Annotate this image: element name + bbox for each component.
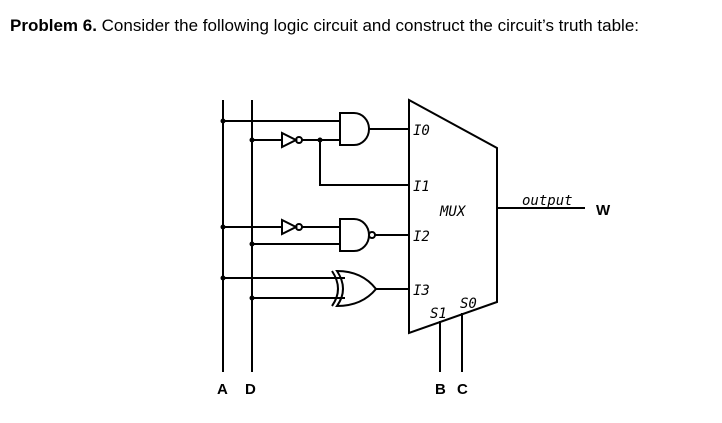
mux-input-i0: I0 bbox=[413, 123, 430, 139]
output-label: output bbox=[522, 193, 573, 209]
or-gate-icon bbox=[335, 269, 378, 308]
mux-label: MUX bbox=[439, 204, 467, 220]
select-label-s0: S0 bbox=[460, 296, 477, 312]
inverter-top-icon bbox=[281, 131, 299, 149]
problem-text: Consider the following logic circuit and… bbox=[101, 16, 639, 35]
output-var-w: W bbox=[596, 202, 611, 219]
mux-input-i3: I3 bbox=[413, 283, 430, 299]
inverter-middle-icon bbox=[281, 218, 299, 236]
select-label-s1: S1 bbox=[430, 306, 447, 322]
bottom-var-b: B bbox=[435, 381, 446, 398]
bottom-var-c: C bbox=[457, 381, 468, 398]
mux-input-i1: I1 bbox=[413, 179, 430, 195]
left-var-d: D bbox=[245, 381, 256, 398]
left-var-a: A bbox=[217, 381, 228, 398]
problem-number: Problem 6. bbox=[10, 16, 97, 35]
mux-block bbox=[408, 98, 498, 335]
mux-input-i2: I2 bbox=[413, 229, 430, 245]
problem-statement: Problem 6. Consider the following logic … bbox=[10, 16, 639, 36]
nand-gate-icon bbox=[339, 218, 370, 252]
and-gate-top-icon bbox=[339, 112, 370, 146]
